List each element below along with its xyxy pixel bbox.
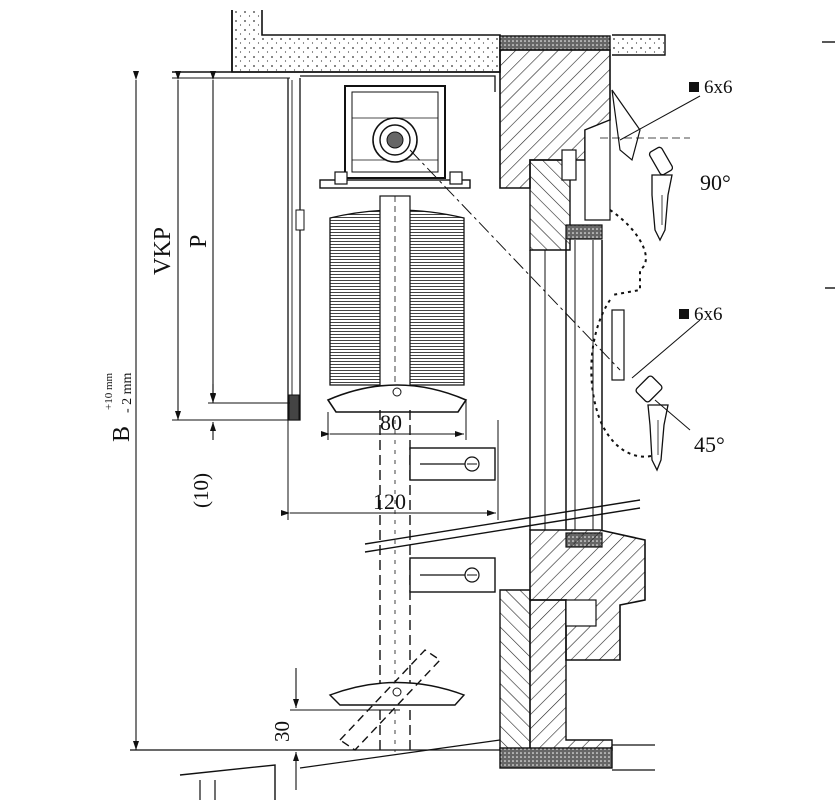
dimension-120 xyxy=(281,420,499,520)
label-hex-top: 6x6 xyxy=(704,77,733,98)
label-width-120: 120 xyxy=(373,489,406,514)
center-projection-line xyxy=(409,149,621,371)
label-angle-90: 90° xyxy=(700,170,731,195)
label-gap-10: (10) xyxy=(189,473,213,508)
head-box xyxy=(172,71,500,421)
label-b-tolerance-plus: +10 mm xyxy=(103,372,115,410)
handle-90 xyxy=(611,89,674,242)
window-frame-upper xyxy=(499,35,611,251)
leader-45 xyxy=(654,399,691,431)
bracket-lower xyxy=(409,557,496,593)
label-width-80: 80 xyxy=(380,410,402,435)
bottom-rail xyxy=(326,384,468,413)
handle-45 xyxy=(611,309,669,472)
slat-stack xyxy=(329,195,465,393)
label-vkp: VKP xyxy=(150,227,176,275)
label-gap-30: 30 xyxy=(270,721,294,742)
bracket-upper xyxy=(409,447,496,481)
label-hex-mid: 6x6 xyxy=(694,304,723,325)
glazing xyxy=(529,240,603,530)
window-frame-lower xyxy=(499,529,655,771)
dimension-p xyxy=(208,71,290,404)
label-b: B xyxy=(109,426,135,442)
dimension-vkp xyxy=(172,71,290,421)
label-b-tolerance-minus: - 2 mm xyxy=(120,372,135,413)
sill-profile xyxy=(364,499,641,553)
concrete-lintel xyxy=(231,10,666,73)
dimension-b xyxy=(130,71,290,751)
floor-sill xyxy=(130,739,501,800)
label-p: P xyxy=(186,235,212,248)
label-angle-45: 45° xyxy=(694,432,725,457)
leader-6x6-top xyxy=(619,82,701,141)
tilted-bottom-rail xyxy=(328,649,466,751)
sash-swing-outline xyxy=(590,209,656,458)
head-rail xyxy=(319,85,471,189)
leader-6x6-mid xyxy=(631,309,701,379)
dimension-30 xyxy=(290,668,400,790)
dimension-80 xyxy=(321,400,467,440)
